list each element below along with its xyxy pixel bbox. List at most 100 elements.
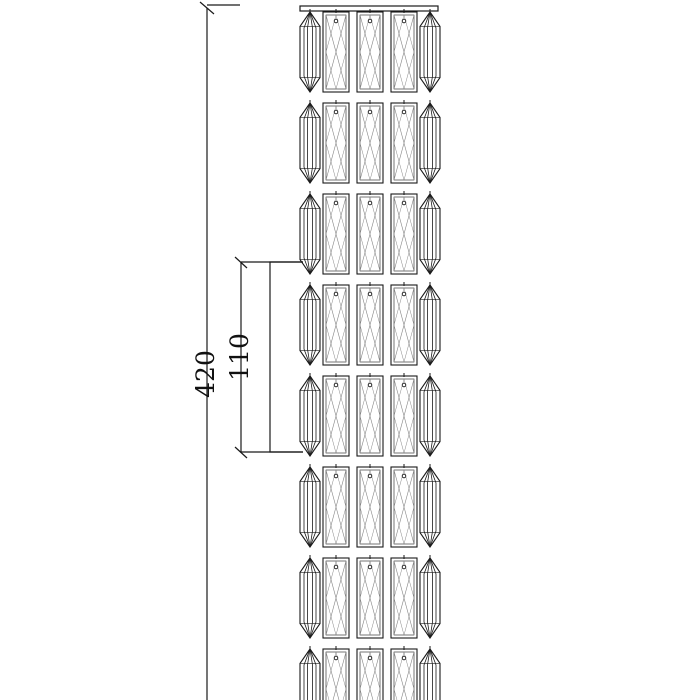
rect-crystal-facet (325, 651, 347, 700)
rect-crystal-facet (359, 196, 381, 272)
side-crystal (299, 466, 321, 548)
side-crystal-facet (303, 193, 311, 275)
side-crystal (299, 11, 321, 93)
side-crystal-facet (309, 11, 313, 93)
rect-crystal (390, 11, 418, 93)
side-crystal-facet (429, 102, 433, 184)
rect-crystal (322, 11, 350, 93)
side-crystal-facet (309, 284, 317, 366)
rect-crystal-hole (367, 564, 373, 570)
side-crystal-facet (427, 102, 431, 184)
side-crystal-facet (309, 284, 313, 366)
crystal-rows (299, 9, 441, 700)
side-crystal-facet (429, 375, 433, 457)
rect-crystal-outline (390, 648, 418, 700)
rect-crystal-facet (325, 469, 347, 545)
rect-crystal-outline (356, 11, 384, 93)
side-crystal-outline (419, 11, 441, 93)
rect-crystal-outline (390, 375, 418, 457)
side-crystal-facet (303, 557, 311, 639)
rect-crystal-facet (325, 287, 347, 363)
rect-crystal-facet (359, 14, 381, 90)
rect-crystal-facet (359, 287, 381, 363)
rect-crystal-outline (322, 466, 350, 548)
rect-crystal-hole (367, 655, 373, 661)
rect-crystal-outline (322, 557, 350, 639)
rect-crystal-facet (393, 469, 415, 545)
rect-crystal-facet (359, 560, 381, 636)
rect-crystal-facet (393, 378, 415, 454)
side-crystal-facet (423, 557, 431, 639)
rect-crystal-outline (390, 557, 418, 639)
chandelier-body (299, 5, 441, 700)
rect-crystal-facet (325, 105, 347, 181)
rect-crystal-facet (325, 651, 347, 700)
dimension-tick-total-top (199, 1, 215, 15)
rect-crystal-outline (356, 284, 384, 366)
segment-bracket (269, 261, 303, 453)
side-crystal-outline (419, 648, 441, 700)
rect-crystal-facet (359, 14, 381, 90)
side-crystal-facet (429, 11, 437, 93)
rect-crystal-outline (356, 193, 384, 275)
rect-crystal-bevel (393, 651, 415, 700)
side-crystal-outline (299, 11, 321, 93)
side-crystal (299, 375, 321, 457)
rect-crystal-facet (359, 196, 381, 272)
rect-crystal (322, 648, 350, 700)
rect-crystal-facet (393, 14, 415, 90)
rect-crystal-hole (367, 382, 373, 388)
rect-crystal-hole (367, 18, 373, 24)
side-crystal-facet (429, 466, 437, 548)
side-crystal-facet (427, 466, 431, 548)
side-crystal-facet (303, 284, 311, 366)
rect-crystal-outline (390, 466, 418, 548)
side-crystal-outline (299, 557, 321, 639)
dimension-segment-height: 110 (225, 256, 303, 459)
crystal-row (299, 191, 441, 275)
rect-crystal-bevel (325, 651, 347, 700)
rect-crystal-facet (393, 651, 415, 700)
dimension-total-height: 420 (191, 1, 240, 700)
side-crystal-facet (429, 557, 433, 639)
rect-crystal-facet (325, 196, 347, 272)
rect-crystal (356, 193, 384, 275)
side-crystal-facet (429, 648, 433, 700)
side-crystal (419, 648, 441, 700)
side-crystal (299, 102, 321, 184)
side-crystal (299, 557, 321, 639)
side-crystal-facet (309, 102, 317, 184)
rect-crystal (322, 102, 350, 184)
rect-crystal (390, 193, 418, 275)
rect-crystal-hole (333, 291, 339, 297)
side-crystal-facet (423, 466, 431, 548)
rect-crystal-hole (333, 109, 339, 115)
side-crystal-facet (303, 648, 311, 700)
side-crystal-outline (299, 466, 321, 548)
side-crystal-outline (419, 102, 441, 184)
rect-crystal-facet (325, 196, 347, 272)
rect-crystal-hole (367, 291, 373, 297)
rect-crystal-facet (359, 105, 381, 181)
side-crystal-facet (303, 375, 311, 457)
side-crystal-facet (307, 284, 311, 366)
side-crystal-outline (299, 284, 321, 366)
side-crystal-facet (307, 11, 311, 93)
side-crystal-facet (427, 11, 431, 93)
rect-crystal-hole (401, 200, 407, 206)
rect-crystal-facet (325, 105, 347, 181)
rect-crystal-facet (325, 469, 347, 545)
side-crystal (419, 11, 441, 93)
rect-crystal (356, 648, 384, 700)
rect-crystal-hole (401, 564, 407, 570)
rect-crystal-hole (333, 200, 339, 206)
rect-crystal-hole (401, 109, 407, 115)
rect-crystal-facet (359, 651, 381, 700)
rect-crystal-facet (325, 378, 347, 454)
rect-crystal-facet (325, 14, 347, 90)
rect-crystal (322, 557, 350, 639)
side-crystal-facet (309, 375, 313, 457)
side-crystal-facet (423, 284, 431, 366)
rect-crystal-hole (333, 473, 339, 479)
